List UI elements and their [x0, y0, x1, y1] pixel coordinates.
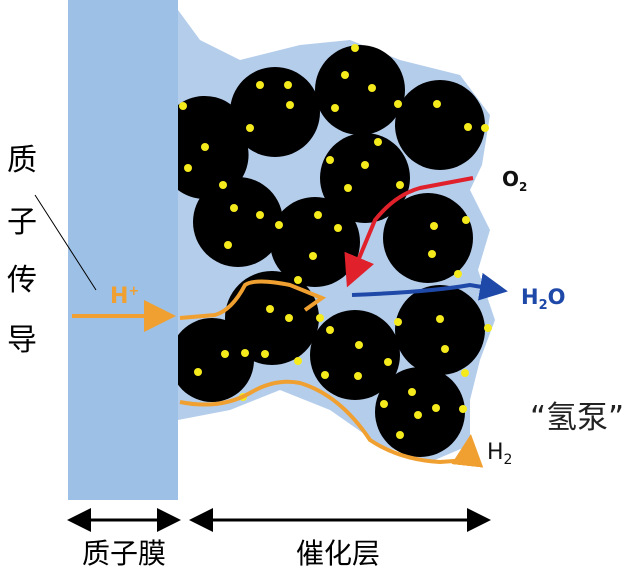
label-catalyst-layer: 催化层 — [296, 537, 380, 570]
label-h2: H2 — [487, 440, 512, 468]
label-proton-conduction-4: 导 — [7, 323, 37, 358]
platinum-particles — [179, 44, 492, 439]
label-membrane: 质子膜 — [82, 537, 166, 570]
carbon-particles — [170, 45, 485, 457]
label-proton-conduction-3: 传 — [7, 263, 37, 298]
label-hydrogen-pump: “氢泵” — [530, 400, 624, 436]
label-h-plus: H+ — [110, 284, 139, 309]
label-o2: O2 — [502, 167, 527, 194]
water-path — [351, 272, 508, 301]
proton-path-lower — [179, 379, 484, 468]
label-leader-line — [34, 194, 97, 291]
oxygen-path — [344, 176, 474, 288]
proton-path-upper — [179, 279, 327, 320]
label-h2o: H2O — [521, 285, 565, 313]
label-proton-conduction-2: 子 — [7, 205, 37, 240]
label-proton-conduction-1: 质 — [7, 143, 37, 178]
